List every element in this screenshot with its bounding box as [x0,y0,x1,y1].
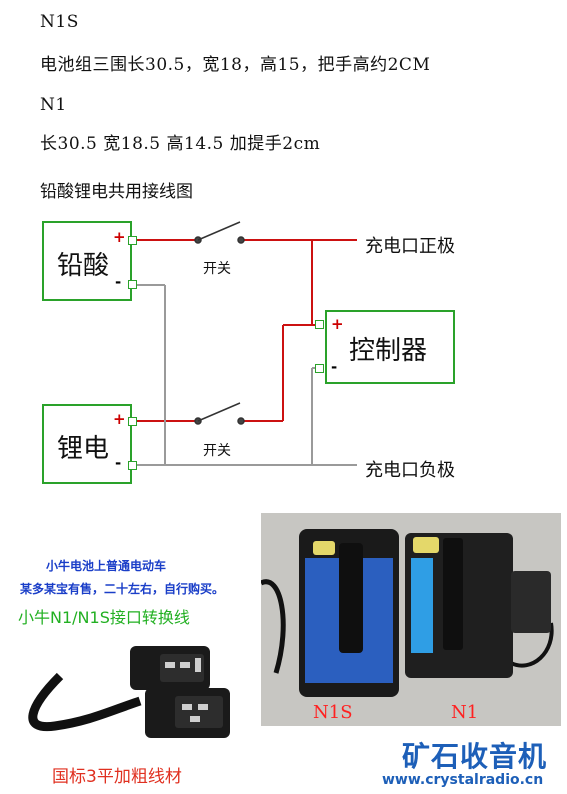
wiring-diagram [137,221,357,466]
switch-bottom-label: 开关 [203,443,231,459]
controller-label: 控制器 [349,336,428,366]
cable-title: 小牛N1/N1S接口转换线 [18,608,190,627]
controller-minus: - [331,358,338,376]
charge-positive-label: 充电口正极 [365,236,455,257]
switch-top-symbol [194,221,245,244]
watermark-name: 矿石收音机 [402,740,548,773]
charge-negative-label: 充电口负极 [365,460,455,481]
controller-plus: + [331,315,344,333]
n1s-title: N1S [40,12,79,32]
lead-acid-minus: - [115,273,122,291]
diagram-title: 铅酸锂电共用接线图 [40,182,193,202]
lithium-pos-terminal [128,417,137,426]
promo-line-2: 某多某宝有售，二十左右，自行购买。 [20,582,225,596]
lead-acid-neg-terminal [128,280,137,289]
positive-wires [137,239,357,422]
switch-bottom-symbol [194,402,245,425]
battery-photo: N1S N1 [261,513,561,726]
lithium-box: 锂电 [42,404,132,484]
adapter-cable-image [28,646,230,738]
lithium-minus: - [115,454,122,472]
battery-photo-illustration [261,513,561,726]
plug-lower [145,688,230,738]
switch-top-label: 开关 [203,261,231,277]
negative-wires [137,284,357,466]
lithium-plus: + [113,410,126,428]
lead-acid-box: 铅酸 [42,221,132,301]
lead-acid-label: 铅酸 [57,251,110,281]
photo-label-n1: N1 [451,702,479,723]
lead-acid-pos-terminal [128,236,137,245]
promo-line-1: 小牛电池上普通电动车 [46,559,167,573]
lead-acid-plus: + [113,228,126,246]
n1-dimensions: 长30.5 宽18.5 高14.5 加提手2cm [40,134,321,154]
cable-caption: 国标3平加粗线材 [52,767,182,787]
controller-neg-terminal [315,364,324,373]
n1s-dimensions: 电池组三围长30.5，宽18，高15，把手高约2CM [40,55,431,75]
watermark-url[interactable]: www.crystalradio.cn [382,772,544,788]
photo-label-n1s: N1S [313,702,353,723]
plug-upper [130,646,210,690]
lithium-label: 锂电 [57,434,110,464]
n1-title: N1 [40,95,67,115]
controller-pos-terminal [315,320,324,329]
lithium-neg-terminal [128,461,137,470]
controller-box: 控制器 [325,310,455,384]
